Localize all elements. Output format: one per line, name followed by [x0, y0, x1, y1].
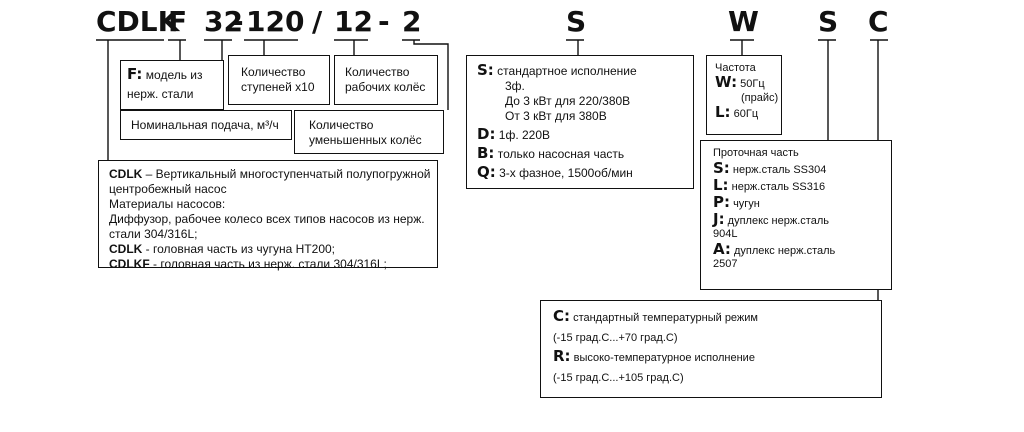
code-temp: C: [868, 5, 889, 38]
cdlk-materials: Материалы насосов:: [109, 197, 226, 211]
temp-r-label: R:: [553, 347, 571, 365]
cdlkf-head-name: CDLKF: [109, 257, 150, 271]
code-dash-2: -: [378, 5, 390, 38]
box-f-model: F: модель из нерж. стали: [120, 60, 224, 110]
code-flow: 32: [204, 5, 243, 38]
part-j-label: J:: [713, 210, 725, 228]
code-dash-1: -: [232, 5, 244, 38]
freq-w-text: 50Гц: [740, 78, 765, 90]
cdlk-head-text: - головная часть из чугуна HT200;: [142, 242, 335, 256]
motor-s-text: стандартное исполнение: [497, 64, 637, 78]
box-impellers: Количество рабочих колёс: [334, 55, 438, 105]
box-frequency: Частота W: 50Гц (прайс) L: 60Гц: [706, 55, 782, 135]
temp-r-range: (-15 град.С...+105 град.С): [553, 372, 684, 384]
box-stages: Количество ступеней х10: [228, 55, 330, 105]
part-s-text: нерж.сталь SS304: [732, 164, 827, 176]
motor-s-line-4: От 3 кВт для 380В: [505, 109, 607, 123]
motor-q-label: Q:: [477, 163, 496, 181]
motor-s-line-2: 3ф.: [505, 79, 525, 93]
code-freq: W: [728, 5, 759, 38]
code-slash: /: [312, 5, 323, 38]
cdlk-head-name: CDLK: [109, 242, 143, 256]
freq-title: Частота: [715, 62, 756, 74]
cdlkf-head-text: - головная часть из нерж. стали 304/316L…: [149, 257, 387, 271]
code-impellers: 12: [334, 5, 373, 38]
motor-d-text: 1ф. 220В: [498, 128, 551, 142]
cdlk-desc-1: – Вертикальный многоступенчатый полупогр…: [142, 167, 431, 181]
freq-w-label: W:: [715, 73, 738, 91]
box-cdlk-description: CDLK – Вертикальный многоступенчатый пол…: [98, 160, 438, 271]
part-a-text-2: 2507: [713, 258, 738, 270]
part-j-text-2: 904L: [713, 228, 738, 240]
impellers-line-2: рабочих колёс: [345, 80, 426, 94]
code-part: S: [818, 5, 839, 38]
part-l-label: L:: [713, 176, 729, 194]
code-f: F: [168, 5, 188, 38]
freq-l-text: 60Гц: [733, 108, 759, 120]
code-reduced: 2: [402, 5, 422, 38]
cdlk-diffuser-1: Диффузор, рабочее колесо всех типов насо…: [109, 212, 425, 226]
code-stages: 120: [246, 5, 305, 38]
part-l-text: нерж.сталь SS316: [731, 181, 826, 193]
box-flow-part: Проточная часть S: нерж.сталь SS304 L: н…: [700, 140, 892, 290]
impellers-line-1: Количество: [345, 65, 410, 79]
box-flow: Номинальная подача, м³/ч: [120, 110, 292, 140]
cdlk-desc-2: центробежный насос: [109, 182, 227, 196]
motor-b-text: только насосная часть: [497, 147, 625, 161]
part-a-text: дуплекс нерж.сталь: [733, 245, 836, 257]
part-p-text: чугун: [733, 198, 760, 210]
box-temperature: C: стандартный температурный режим (-15 …: [540, 300, 882, 398]
temp-r-text: высоко-температурное исполнение: [573, 352, 755, 364]
freq-l-label: L:: [715, 103, 731, 121]
box-reduced: Количество уменьшенных колёс: [294, 110, 444, 154]
cdlk-name: CDLK: [109, 167, 143, 181]
motor-q-text: 3-х фазное, 1500об/мин: [499, 166, 633, 180]
temp-c-text: стандартный температурный режим: [573, 312, 758, 324]
part-s-label: S:: [713, 159, 730, 177]
f-label: F:: [127, 65, 143, 83]
part-title: Проточная часть: [713, 147, 799, 159]
reduced-line-2: уменьшенных колёс: [309, 133, 422, 147]
code-cdlk: CDLK: [96, 5, 180, 38]
temp-c-label: C:: [553, 307, 571, 325]
f-text-2: нерж. стали: [127, 87, 194, 101]
temp-c-range: (-15 град.С...+70 град.С): [553, 332, 678, 344]
code-motor: S: [566, 5, 587, 38]
motor-s-line-3: До 3 кВт для 220/380В: [505, 94, 631, 108]
flow-text: Номинальная подача, м³/ч: [131, 118, 279, 132]
cdlk-diffuser-2: стали 304/316L;: [109, 227, 198, 241]
motor-s-label: S:: [477, 61, 494, 79]
part-j-text: дуплекс нерж.сталь: [727, 215, 829, 227]
freq-w-note: (прайс): [741, 92, 779, 104]
f-text-1: модель из: [145, 68, 203, 82]
reduced-line-1: Количество: [309, 118, 374, 132]
part-p-label: P:: [713, 193, 730, 211]
motor-d-label: D:: [477, 125, 496, 143]
box-motor: S: стандартное исполнение 3ф. До 3 кВт д…: [466, 55, 694, 189]
stages-line-1: Количество: [241, 65, 306, 79]
motor-b-label: B:: [477, 144, 495, 162]
part-a-label: A:: [713, 240, 731, 258]
stages-line-2: ступеней х10: [241, 80, 315, 94]
